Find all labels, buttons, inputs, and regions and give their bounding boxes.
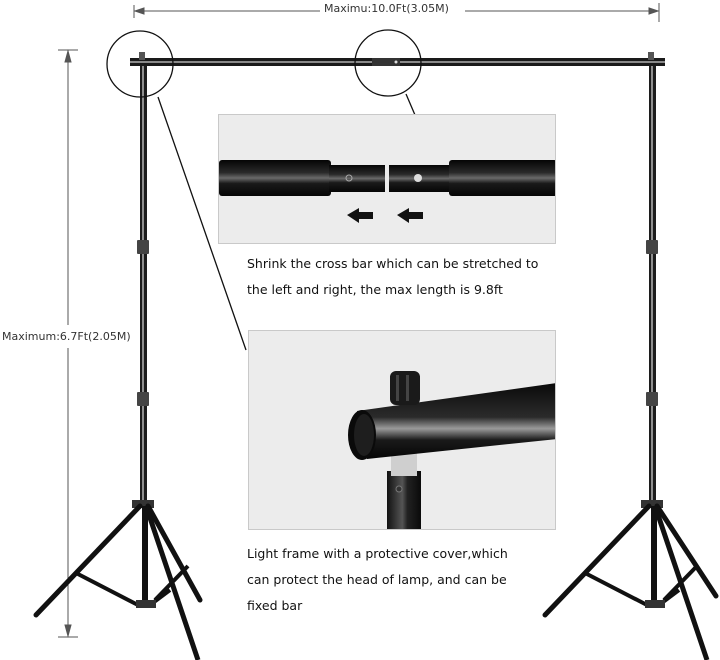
magnifier-left	[106, 30, 247, 351]
head-cap-detail-panel	[248, 330, 556, 530]
height-dimension-line	[58, 49, 78, 638]
crossbar-caption-line-1: Shrink the cross bar which can be stretc…	[247, 256, 539, 271]
head-cap-closeup-image	[348, 371, 555, 529]
left-stand	[33, 52, 203, 660]
head-cap-caption-line-3: fixed bar	[247, 598, 303, 613]
arrow-right-icon	[397, 208, 423, 223]
head-cap-caption-line-2: can protect the head of lamp, and can be	[247, 572, 507, 587]
head-cap-caption: Light frame with a protective cover,whic…	[247, 541, 508, 619]
crossbar-closeup-image	[219, 160, 555, 223]
arrow-left-icon	[347, 208, 373, 223]
crossbar-caption: Shrink the cross bar which can be stretc…	[247, 251, 538, 303]
magnifier-center	[354, 29, 422, 116]
right-stand	[542, 52, 719, 660]
crossbar-detail-panel	[218, 114, 556, 244]
width-dimension-line	[133, 3, 660, 22]
cross-bar	[130, 58, 665, 66]
width-dimension-label: Maximu:10.0Ft(3.05M)	[322, 2, 451, 15]
height-dimension-label: Maximum:6.7Ft(2.05M)	[0, 330, 133, 343]
head-cap-caption-line-1: Light frame with a protective cover,whic…	[247, 546, 508, 561]
crossbar-caption-line-2: the left and right, the max length is 9.…	[247, 282, 503, 297]
